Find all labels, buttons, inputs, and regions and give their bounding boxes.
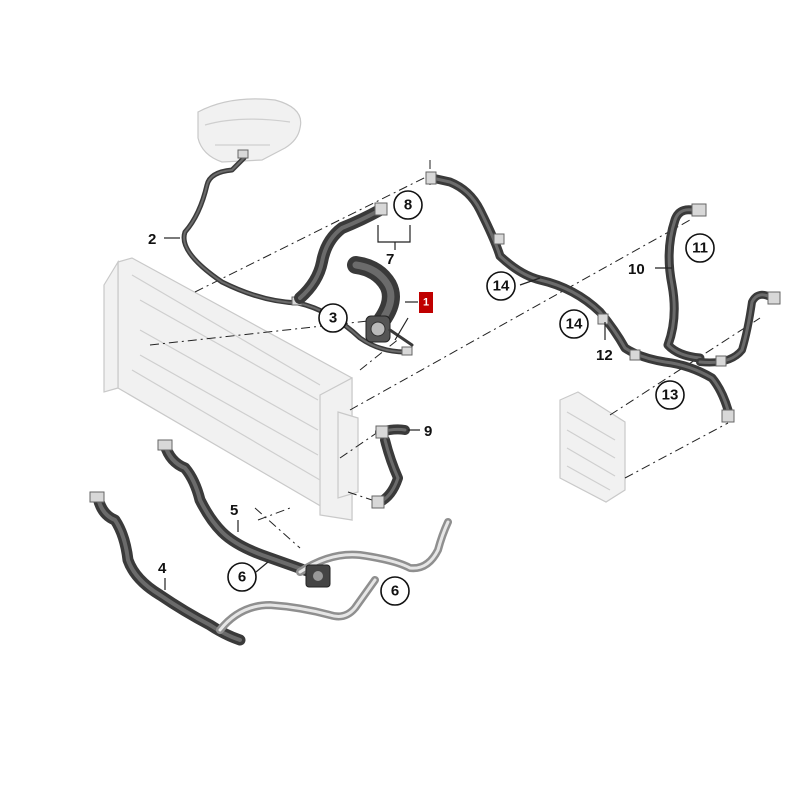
expansion-tank <box>197 98 302 163</box>
callout-1-badge <box>419 292 433 313</box>
hose-4 <box>89 491 246 646</box>
callout-4: 4 <box>158 560 167 577</box>
callout-6b-circle: 6 <box>380 576 410 606</box>
callout-12: 12 <box>596 347 613 364</box>
hose-5 <box>157 439 316 578</box>
callout-7: 7 <box>386 251 394 268</box>
callout-14b: 14 <box>566 316 583 333</box>
callout-6a-circle: 6 <box>227 562 257 592</box>
callout-8: 8 <box>404 197 412 214</box>
hose-9 <box>371 424 410 509</box>
callout-9: 9 <box>424 423 432 440</box>
callout-11-circle: 11 <box>685 233 715 263</box>
callout-14b-circle: 14 <box>559 309 589 339</box>
callout-10: 10 <box>628 261 645 278</box>
hose-3 <box>294 202 388 304</box>
hose-1 <box>347 256 414 347</box>
pipe-4 <box>216 576 379 634</box>
auxiliary-radiator <box>559 391 626 503</box>
hose-10 <box>663 203 707 363</box>
callout-6a: 6 <box>238 569 246 586</box>
callout-3: 3 <box>329 310 337 327</box>
callout-6b: 6 <box>391 583 399 600</box>
callout-14a-circle: 14 <box>486 271 516 301</box>
callout-2: 2 <box>148 231 156 248</box>
radiator <box>103 257 359 521</box>
callout-5: 5 <box>230 502 238 519</box>
pipe-5 <box>296 518 452 588</box>
hose-14 <box>425 171 735 423</box>
callout-11: 11 <box>692 240 708 257</box>
callout-14a: 14 <box>493 278 510 295</box>
callout-1: 1 <box>423 297 429 309</box>
hose-12 <box>696 290 781 367</box>
callout-8-circle: 8 <box>393 190 423 220</box>
callout-3-circle: 3 <box>318 303 348 333</box>
callout-13-circle: 13 <box>655 380 685 410</box>
callout-13: 13 <box>662 387 679 404</box>
